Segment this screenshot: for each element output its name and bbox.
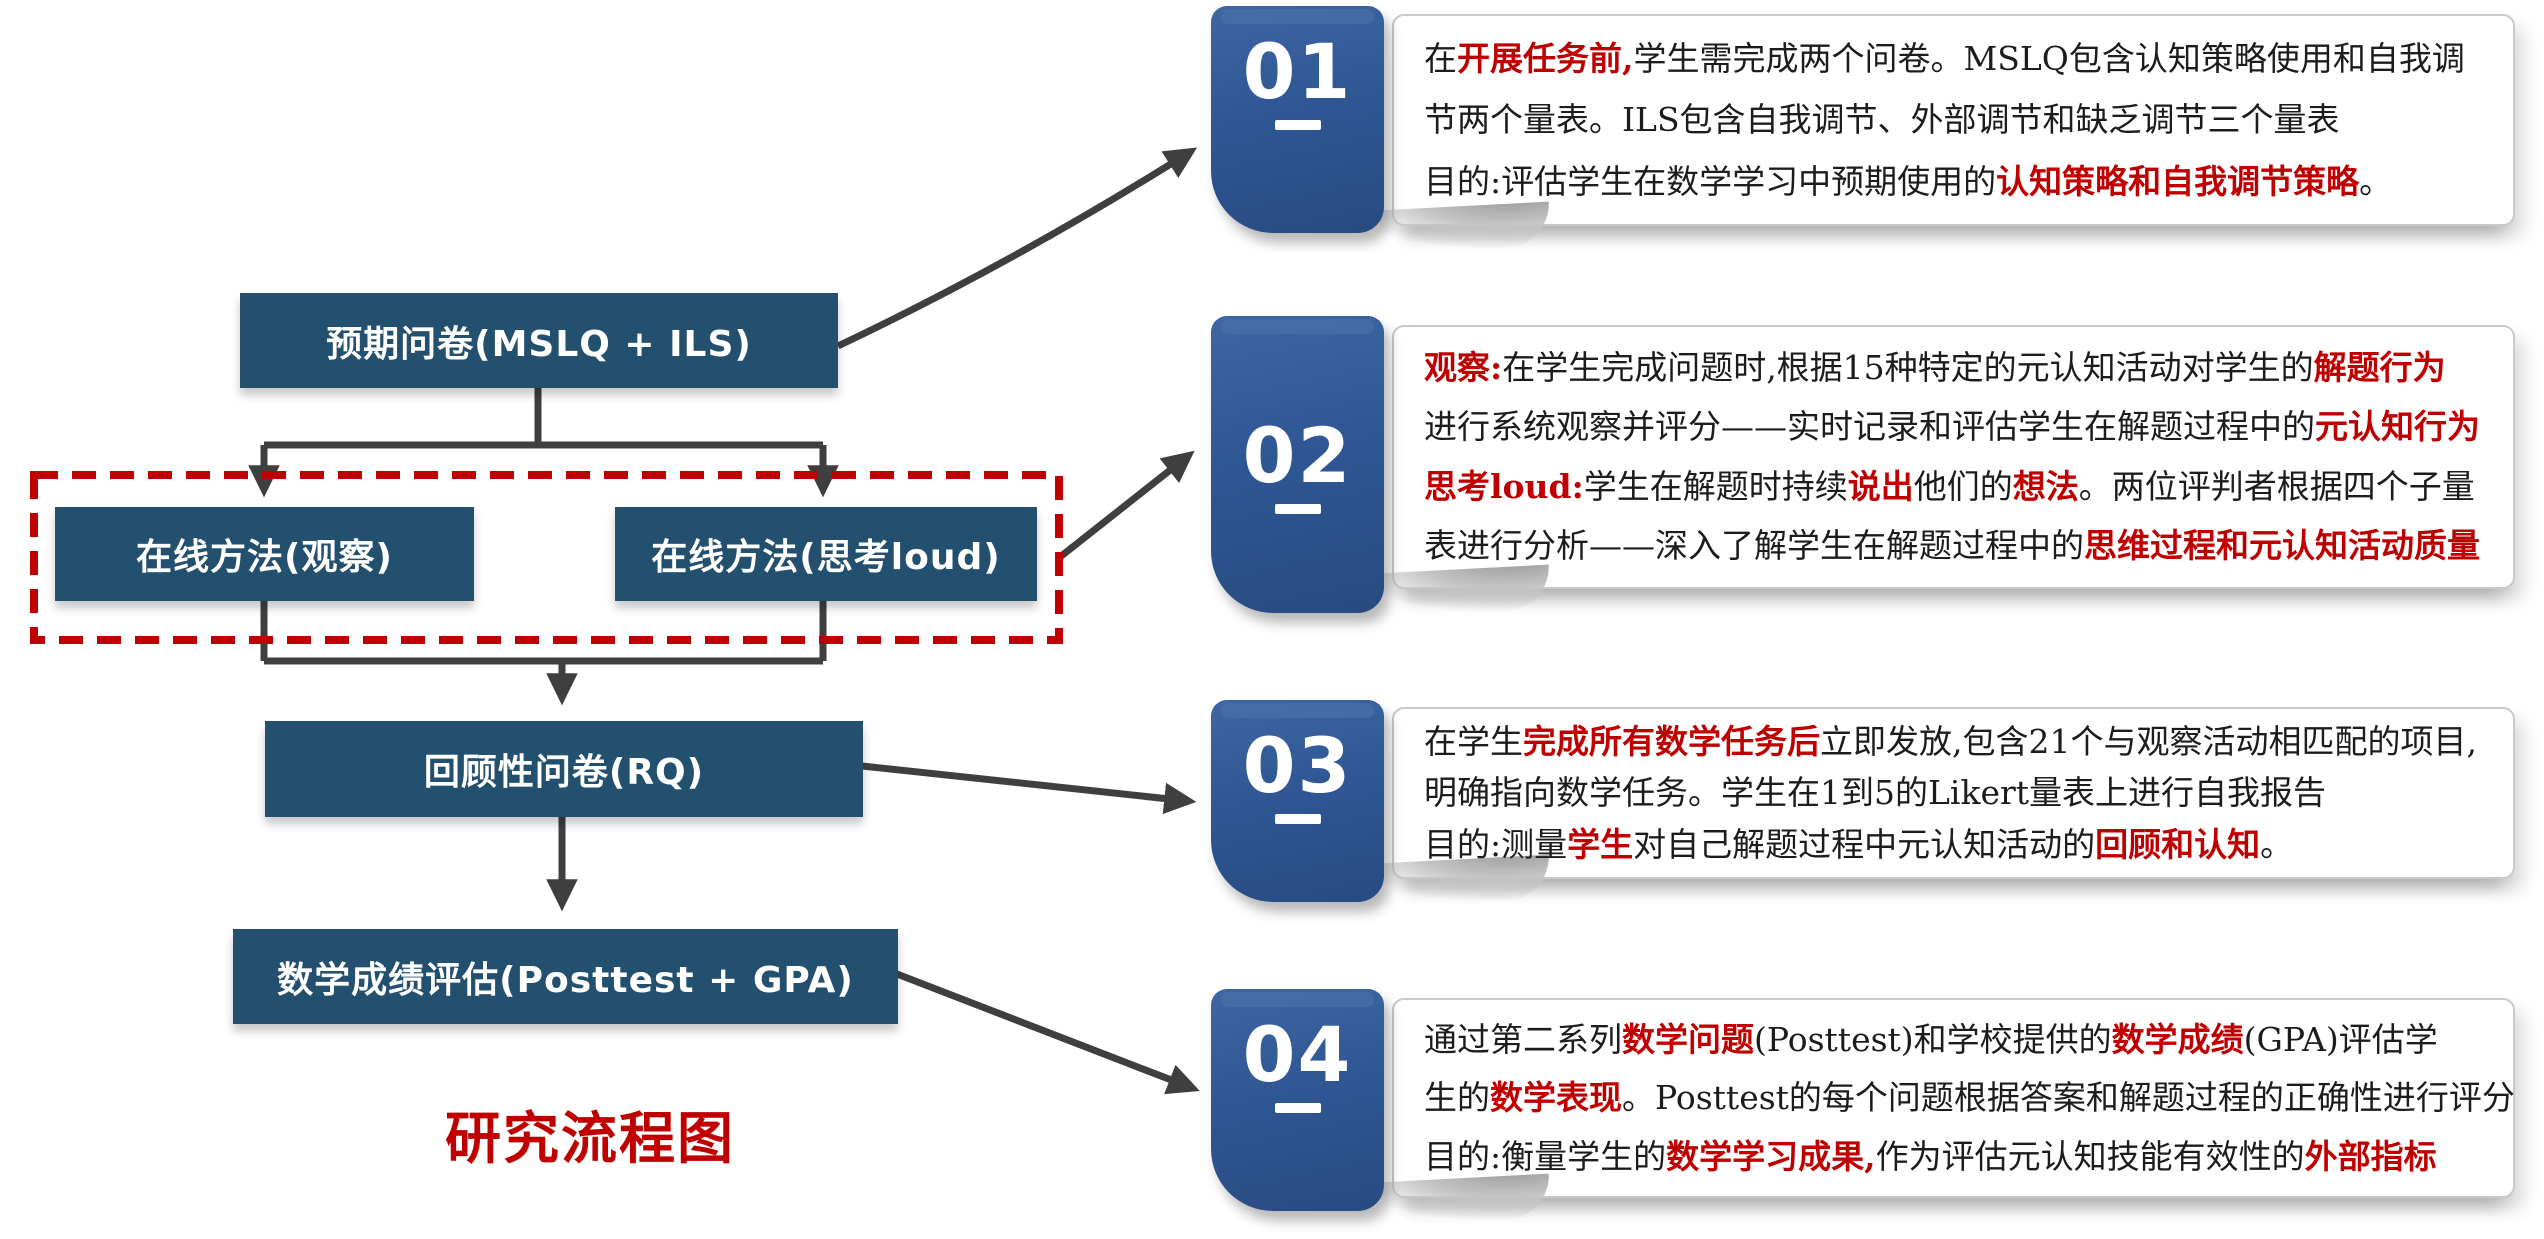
diagram-title: 研究流程图	[445, 1106, 735, 1172]
step-number-badge: 04	[1211, 989, 1384, 1211]
card-text-line: 在开展任务前,学生需完成两个问卷。MSLQ包含认知策略使用和自我调	[1424, 38, 2465, 78]
step-number-badge: 03	[1211, 700, 1384, 902]
card-text: 观察:在学生完成问题时,根据15种特定的元认知活动对学生的解题行为进行系统观察并…	[1394, 327, 2513, 587]
step-number-badge: 02	[1211, 316, 1384, 613]
step-number-badge: 01	[1211, 6, 1384, 233]
card-step-02: 观察:在学生完成问题时,根据15种特定的元认知活动对学生的解题行为进行系统观察并…	[1211, 316, 2515, 613]
card-text-line: 目的:测量学生对自己解题过程中元认知活动的回顾和认知。	[1424, 824, 2294, 864]
card-text-line: 表进行分析——深入了解学生在解题过程中的思维过程和元认知活动质量	[1424, 526, 2480, 566]
arrow-to-card-03	[861, 762, 1197, 815]
card-step-01: 在开展任务前,学生需完成两个问卷。MSLQ包含认知策略使用和自我调节两个量表。I…	[1211, 6, 2515, 233]
card-text-line: 目的:评估学生在数学学习中预期使用的认知策略和自我调节策略。	[1424, 161, 2393, 201]
card-text-line: 观察:在学生完成问题时,根据15种特定的元认知活动对学生的解题行为	[1424, 347, 2446, 387]
card-body: 在学生完成所有数学任务后立即发放,包含21个与观察活动相匹配的项目, 明确指向数学…	[1392, 707, 2515, 879]
flow-box-online-observation: 在线方法(观察)	[55, 507, 474, 601]
card-text-line: 节两个量表。ILS包含自我调节、外部调节和缺乏调节三个量表	[1424, 100, 2340, 140]
flow-box-label: 预期问卷(MSLQ + ILS)	[326, 323, 752, 365]
badge-dash	[1274, 120, 1321, 130]
badge-dash	[1274, 814, 1321, 824]
step-number: 03	[1242, 721, 1353, 810]
step-number: 01	[1242, 27, 1353, 116]
card-text-line: 在学生完成所有数学任务后立即发放,包含21个与观察活动相匹配的项目,	[1424, 721, 2477, 761]
card-body: 观察:在学生完成问题时,根据15种特定的元认知活动对学生的解题行为进行系统观察并…	[1392, 325, 2515, 589]
flow-box-label: 在线方法(思考loud)	[651, 537, 1001, 578]
card-step-04: 通过第二系列数学问题(Posttest)和学校提供的数学成绩(GPA)评估学生的…	[1211, 989, 2515, 1211]
card-body: 在开展任务前,学生需完成两个问卷。MSLQ包含认知策略使用和自我调节两个量表。I…	[1392, 14, 2515, 226]
arrow-to-card-02	[1057, 450, 1195, 560]
flow-box-expect-questionnaire: 预期问卷(MSLQ + ILS)	[240, 293, 838, 388]
flow-box-label: 数学成绩评估(Posttest + GPA)	[277, 959, 854, 1001]
arrow-to-card-04	[895, 970, 1200, 1095]
card-text-line: 进行系统观察并评分——实时记录和评估学生在解题过程中的元认知行为	[1424, 407, 2480, 447]
card-text-line: 通过第二系列数学问题(Posttest)和学校提供的数学成绩(GPA)评估学	[1424, 1019, 2438, 1059]
flow-box-label: 回顾性问卷(RQ)	[423, 752, 705, 793]
flow-box-label: 在线方法(观察)	[136, 537, 393, 578]
card-body: 通过第二系列数学问题(Posttest)和学校提供的数学成绩(GPA)评估学生的…	[1392, 998, 2515, 1198]
card-text-line: 明确指向数学任务。学生在1到5的Likert量表上进行自我报告	[1424, 773, 2327, 813]
online-methods-dashed-outline	[30, 471, 1063, 644]
flow-box-math-assessment: 数学成绩评估(Posttest + GPA)	[233, 929, 898, 1024]
step-number: 02	[1242, 411, 1353, 500]
badge-dash	[1274, 1103, 1321, 1113]
flow-box-online-thinkaloud: 在线方法(思考loud)	[615, 507, 1037, 601]
badge-dash	[1274, 504, 1321, 514]
card-text: 通过第二系列数学问题(Posttest)和学校提供的数学成绩(GPA)评估学生的…	[1394, 1000, 2515, 1196]
card-text-line: 生的数学表现。Posttest的每个问题根据答案和解题过程的正确性进行评分	[1424, 1078, 2515, 1118]
card-text-line: 思考loud:学生在解题时持续说出他们的想法。两位评判者根据四个子量	[1424, 466, 2475, 506]
arrow-to-card-01	[836, 147, 1198, 350]
card-text-line: 目的:衡量学生的数学学习成果,作为评估元认知技能有效性的外部指标	[1424, 1136, 2437, 1176]
flow-box-retrospective-questionnaire: 回顾性问卷(RQ)	[265, 721, 863, 817]
card-text: 在开展任务前,学生需完成两个问卷。MSLQ包含认知策略使用和自我调节两个量表。I…	[1394, 16, 2513, 224]
card-text: 在学生完成所有数学任务后立即发放,包含21个与观察活动相匹配的项目, 明确指向数学…	[1394, 709, 2513, 877]
step-number: 04	[1242, 1010, 1353, 1099]
card-step-03: 在学生完成所有数学任务后立即发放,包含21个与观察活动相匹配的项目, 明确指向数学…	[1211, 700, 2515, 902]
